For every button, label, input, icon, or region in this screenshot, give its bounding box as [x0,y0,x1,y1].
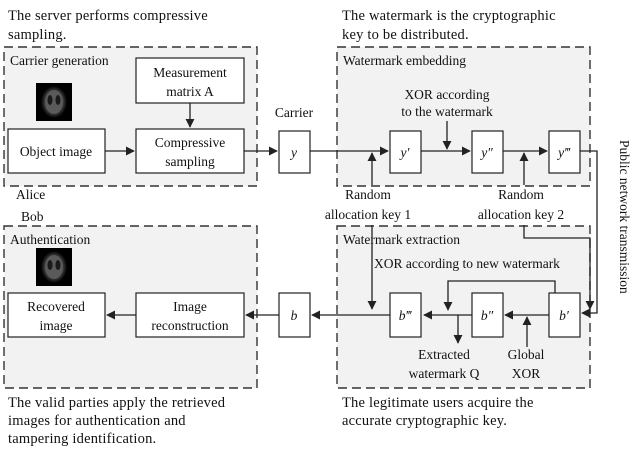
node-b-label: b [291,308,298,323]
node-b3 [389,292,422,338]
recovered-label-2: image [40,318,73,333]
carrier-label: Carrier [275,105,314,120]
node-y2 [471,130,504,174]
object-image-box [7,128,106,174]
bob-label: Bob [21,209,44,224]
rak2-label-2: allocation key 2 [478,207,564,222]
alice-label: Alice [16,187,45,202]
object-image-label: Object image [20,144,92,159]
caption-bottom-left-3: tampering identification. [8,431,156,447]
node-y3 [548,130,581,174]
arrow-xor-new-watermark [443,280,556,311]
region-label-authentication: Authentication [10,232,90,247]
object-image-thumbnail [36,83,72,121]
xor-new-watermark-label: XOR according to new watermark [374,256,560,271]
caption-top-left-1: The server performs compressive [8,8,208,24]
global-xor-label-1: Global [508,347,545,362]
node-b1-label: b′ [559,308,570,323]
region-watermark-extraction [336,225,591,389]
rak2-label-1: Random [498,187,544,202]
node-b1 [548,292,581,338]
node-y-label: y [289,145,297,160]
xor-watermark-label-2: to the watermark [401,104,493,119]
node-y [278,130,311,174]
node-y2-label: y″ [479,145,493,160]
node-y3-label: y‴ [556,145,571,160]
compressive-sampling-box [135,128,245,174]
caption-bottom-left-1: The valid parties apply the retrieved [8,395,226,411]
region-label-watermark-extraction: Watermark extraction [343,232,460,247]
extracted-label-1: Extracted [418,347,470,362]
rak1-label-1: Random [345,187,391,202]
extracted-label-2: watermark Q [409,366,480,381]
caption-bottom-left-2: images for authentication and [8,413,186,429]
measurement-label-2: matrix A [166,84,214,99]
reconstruction-label-2: reconstruction [151,318,228,333]
rak1-label-2: allocation key 1 [325,207,411,222]
xor-watermark-label-1: XOR according [404,87,489,102]
image-reconstruction-box [135,292,245,338]
compressive-label-1: Compressive [155,135,226,150]
caption-top-right-2: key to be distributed. [342,27,469,43]
public-network-channel [580,150,598,318]
global-xor-label-2: XOR [512,366,541,381]
node-y1-label: y′ [399,145,411,160]
caption-bottom-right-2: accurate cryptographic key. [342,413,507,429]
caption-bottom-right-1: The legitimate users acquire the [342,395,534,411]
measurement-label-1: Measurement [153,65,227,80]
public-network-label: Public network transmission [617,140,632,294]
node-b2-label: b″ [481,308,494,323]
arrow-rak2-to-extraction [523,225,595,310]
recovered-image-box [7,292,106,338]
node-b2 [471,292,504,338]
region-watermark-embedding [336,46,591,187]
node-y1 [389,130,422,174]
region-label-carrier-generation: Carrier generation [10,53,109,68]
caption-top-left-2: sampling. [8,27,67,43]
region-label-watermark-embedding: Watermark embedding [343,53,466,68]
measurement-matrix-box [135,57,245,104]
recovered-image-thumbnail [36,248,72,286]
reconstruction-label-1: Image [173,299,207,314]
compressive-label-2: sampling [165,154,215,169]
recovered-label-1: Recovered [27,299,85,314]
node-b3-label: b‴ [399,308,413,323]
caption-top-right-1: The watermark is the cryptographic [342,8,556,24]
